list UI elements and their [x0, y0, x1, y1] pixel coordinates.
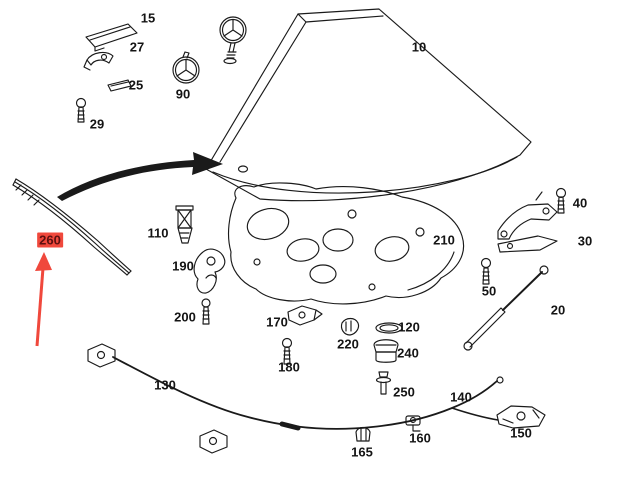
part-label-170[interactable]: 170: [266, 314, 288, 330]
part-27-drawing: [83, 51, 114, 71]
part-label-160[interactable]: 160: [409, 430, 431, 446]
part-label-200[interactable]: 200: [174, 309, 196, 325]
mercedes-badge-drawing: [172, 51, 200, 84]
part-250-drawing: [375, 371, 392, 395]
part-160-drawing: [405, 415, 421, 432]
part-label-150[interactable]: 150: [510, 425, 532, 441]
part-label-240[interactable]: 240: [397, 345, 419, 361]
part-200-bolt-drawing: [201, 298, 211, 325]
part-label-210[interactable]: 210: [433, 232, 455, 248]
part-50-bolt-drawing: [480, 257, 492, 285]
part-190-drawing: [193, 248, 226, 294]
part-label-180[interactable]: 180: [278, 359, 300, 375]
part-120-ring-drawing: [375, 322, 403, 334]
part-180-bolt-drawing: [281, 337, 293, 365]
part-20-strut-drawing: [463, 265, 549, 351]
insulation-pad-drawing: [227, 182, 465, 305]
part-29-bolt-drawing: [75, 97, 87, 123]
part-label-15[interactable]: 15: [140, 10, 156, 26]
hood-panel-drawing: [205, 8, 532, 202]
pointer-arrow: [57, 152, 223, 201]
cable-130-drawing: [87, 343, 504, 454]
part-label-20[interactable]: 20: [550, 302, 566, 318]
part-label-220[interactable]: 220: [337, 336, 359, 352]
highlight-arrow: [35, 252, 52, 347]
part-label-50[interactable]: 50: [481, 283, 497, 299]
part-25-drawing: [107, 79, 132, 92]
part-label-165[interactable]: 165: [351, 444, 373, 460]
part-165-clip-drawing: [355, 426, 371, 442]
part-label-27[interactable]: 27: [129, 39, 145, 55]
part-label-40[interactable]: 40: [572, 195, 588, 211]
part-240-drawing: [373, 339, 399, 363]
part-label-10[interactable]: 10: [411, 39, 427, 55]
part-label-250[interactable]: 250: [393, 384, 415, 400]
part-label-140[interactable]: 140: [450, 389, 472, 405]
part-label-110[interactable]: 110: [147, 225, 169, 241]
part-40-bolt-drawing: [555, 187, 567, 214]
part-label-260[interactable]: 260: [37, 232, 63, 248]
part-170-drawing: [287, 305, 323, 326]
part-label-29[interactable]: 29: [89, 116, 105, 132]
part-15-drawing: [85, 23, 138, 52]
part-label-120[interactable]: 120: [398, 319, 420, 335]
part-150-latch-drawing: [496, 405, 546, 429]
hood-seal-drawing: [12, 178, 132, 276]
part-label-90[interactable]: 90: [175, 86, 191, 102]
part-30-hinge-drawing: [497, 191, 558, 253]
part-label-130[interactable]: 130: [154, 377, 176, 393]
part-110-drawing: [175, 205, 194, 244]
hood-star-ornament-drawing: [219, 16, 247, 65]
part-label-190[interactable]: 190: [172, 258, 194, 274]
part-220-clip-drawing: [340, 317, 360, 336]
part-label-30[interactable]: 30: [577, 233, 593, 249]
part-label-25[interactable]: 25: [128, 77, 144, 93]
